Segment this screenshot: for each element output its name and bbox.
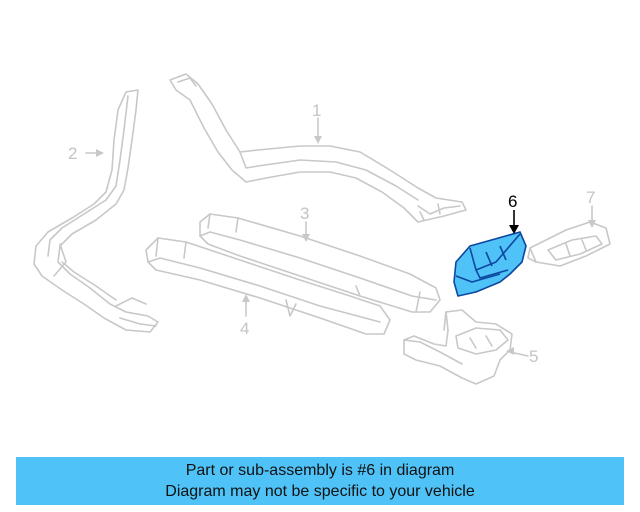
part-4-duct (145, 237, 391, 335)
part-2-duct (33, 89, 159, 333)
callout-2: 2 (68, 144, 77, 163)
callout-6: 6 (508, 192, 517, 211)
banner-line-1: Part or sub-assembly is #6 in diagram (185, 462, 455, 479)
callout-5: 5 (529, 347, 538, 366)
banner-line-2: Diagram may not be specific to your vehi… (165, 483, 475, 500)
leader-arrowheads (96, 136, 596, 355)
part-7-vent (527, 221, 611, 267)
info-banner: Part or sub-assembly is #6 in diagram Di… (16, 457, 624, 505)
callout-7: 7 (586, 188, 595, 207)
part-5-duct (403, 309, 513, 385)
parts-diagram: 1 2 3 4 5 6 7 (33, 73, 611, 385)
part-6-highlighted (453, 231, 527, 297)
callout-3: 3 (300, 204, 309, 223)
part-3-duct (199, 213, 441, 313)
part-6-leader (509, 210, 519, 234)
callout-1: 1 (312, 101, 321, 120)
callout-4: 4 (240, 319, 249, 338)
part-1-duct (169, 73, 467, 223)
